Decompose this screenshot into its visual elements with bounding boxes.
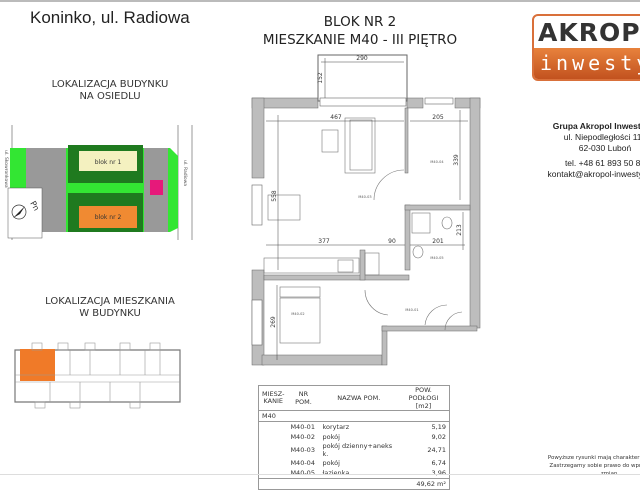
street-right-label: ul. Radiowa <box>182 160 188 186</box>
location-title: Koninko, ul. Radiowa <box>30 8 190 27</box>
dim-balcony-width: 290 <box>356 55 368 62</box>
bottom-border <box>0 474 640 475</box>
building-heading-line1: LOKALIZACJA MIESZKANIA <box>45 296 175 307</box>
table <box>321 129 339 153</box>
street-left-label: ul. Skowronkowa <box>3 150 9 188</box>
dim-bath-height: 213 <box>456 224 463 236</box>
site-heading-line2: NA OSIEDLU <box>79 91 141 102</box>
company-address: Grupa Akropol Inwestycje ul. Niepodległo… <box>540 121 640 180</box>
kitchen-counter <box>263 257 360 274</box>
stove <box>337 259 354 273</box>
dining-table <box>267 194 301 221</box>
header-floor-area: POW. PODŁOGI [m2] <box>408 386 439 410</box>
window <box>251 184 263 226</box>
fridge <box>364 252 380 276</box>
logo-bottom-text: inwestycje <box>534 48 640 79</box>
room-label-m40-05: M40-05 <box>430 256 443 260</box>
window <box>424 97 454 105</box>
room-label-m40-01: M40-01 <box>405 308 418 312</box>
block-2-label: blok nr 2 <box>95 214 122 221</box>
block-1-label: blok nr 1 <box>95 159 122 166</box>
company-street: ul. Niepodległości 11b <box>563 132 640 142</box>
dim-hall-width: 90 <box>388 238 396 245</box>
dim-kitchen-width: 377 <box>318 238 330 245</box>
dim-living-height: 558 <box>271 190 278 202</box>
company-phone: tel. +48 61 893 50 89 <box>564 158 640 168</box>
room-label-m40-02: M40-02 <box>291 312 304 316</box>
header-room-name: NAZWA POM. <box>337 394 381 402</box>
dim-room4-width: 205 <box>432 114 444 121</box>
dim-room2-height: 269 <box>270 316 277 328</box>
dim-room4-height: 339 <box>453 154 460 166</box>
sink <box>412 245 424 259</box>
north-arrow-icon <box>11 204 27 220</box>
header-room-number: NR POM. <box>295 390 312 406</box>
block-1 <box>79 151 137 171</box>
dim-balcony-depth: 152 <box>317 72 324 84</box>
window <box>251 299 263 346</box>
site-heading: LOKALIZACJA BUDYNKU NA OSIEDLU <box>20 79 200 103</box>
balcony-door <box>319 97 407 107</box>
top-border <box>0 0 640 2</box>
disclaimer-line2: Zastrzegamy sobie prawo do wprowadzenia … <box>549 463 640 477</box>
building-heading-line2: W BUDYNKU <box>79 308 141 319</box>
sofa <box>344 117 376 174</box>
site-heading-line1: LOKALIZACJA BUDYNKU <box>51 79 169 90</box>
logo-top-text: AKROPOL <box>538 18 640 47</box>
apartment-title: MIESZKANIE M40 - III PIĘTRO <box>262 32 458 48</box>
toilet <box>441 216 453 230</box>
room-label-m40-03: M40-03 <box>358 195 371 199</box>
building-floor-plan <box>14 342 181 409</box>
shower <box>411 212 431 234</box>
balcony <box>317 54 408 102</box>
block-2 <box>79 206 137 228</box>
akropol-logo: AKROPOL inwestycje <box>532 14 640 81</box>
site-plan: blok nr 1 blok nr 2 ul. Skowronkowa ul. … <box>3 125 193 240</box>
dim-bath-width: 201 <box>432 238 444 245</box>
company-email[interactable]: kontakt@akropol-inwestycje.pl <box>547 169 640 179</box>
disclaimer-line1: Powyższe rysunki mają charakter poglądow… <box>547 455 640 461</box>
dim-living-width: 467 <box>330 114 342 121</box>
building-heading: LOKALIZACJA MIESZKANIA W BUDYNKU <box>20 296 200 320</box>
company-city: 62-030 Luboń <box>578 143 632 153</box>
bed <box>279 297 321 344</box>
site-highlight <box>150 180 163 195</box>
room-area-table: MIESZ- KANIE NR POM. NAZWA POM. POW. POD… <box>258 385 450 490</box>
company-name: Grupa Akropol Inwestycje <box>552 121 640 131</box>
north-label: Pn <box>28 200 41 213</box>
block-title: BLOK NR 2 <box>323 14 397 30</box>
header-apartment: MIESZ- KANIE <box>262 390 285 405</box>
total-area: 49,62 m² <box>416 480 446 488</box>
plan-title: BLOK NR 2 MIESZKANIE M40 - III PIĘTRO <box>230 13 490 49</box>
apartment-code: M40 <box>262 412 276 420</box>
apartment-highlight <box>20 349 55 381</box>
room-label-m40-04: M40-04 <box>430 160 444 164</box>
